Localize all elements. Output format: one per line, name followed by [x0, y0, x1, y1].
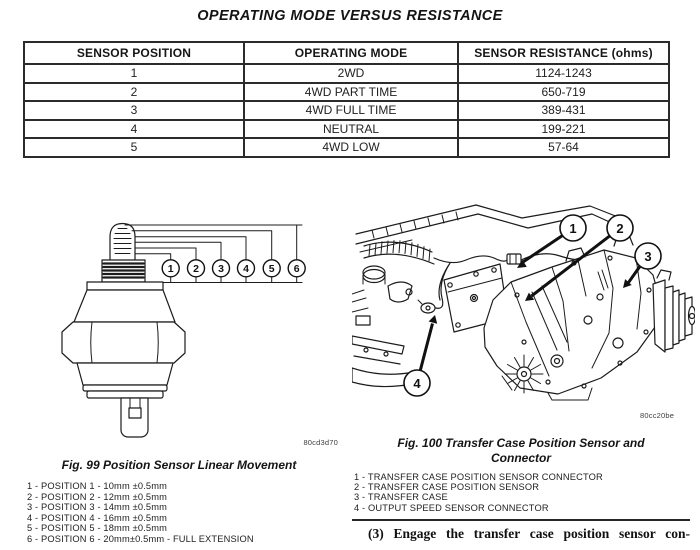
table-row: 2 4WD PART TIME 650-719: [23, 81, 670, 102]
fig99-legend-item: 4 - POSITION 4 - 16mm ±0.5mm: [27, 512, 167, 523]
fig99-callout-3: 3: [211, 259, 231, 278]
cell-position: 3: [23, 100, 245, 121]
cell-mode: NEUTRAL: [243, 118, 459, 139]
cell-mode: 4WD FULL TIME: [243, 100, 459, 121]
fig99-legend-item: 1 - POSITION 1 - 10mm ±0.5mm: [27, 481, 167, 491]
cell-mode: 4WD PART TIME: [243, 81, 459, 102]
svg-text:1: 1: [569, 221, 576, 236]
section-divider: [352, 519, 690, 521]
fig100-arrows: [418, 234, 642, 371]
svg-text:5: 5: [269, 263, 275, 275]
sensor-lower-body: [76, 362, 174, 438]
fig100-caption: Fig. 100 Transfer Case Position Sensor a…: [350, 436, 692, 465]
sensor-plunger: [109, 222, 136, 261]
fig100-image-code: 80cc20be: [640, 411, 675, 420]
svg-text:3: 3: [644, 249, 651, 264]
position-leader-lines: [124, 224, 303, 283]
sensor-body: [73, 281, 176, 323]
header-operating-mode: OPERATING MODE: [243, 41, 459, 65]
fig99-legend-item: 3 - POSITION 3 - 14mm ±0.5mm: [27, 502, 167, 513]
fig99-callout-1: 1: [161, 259, 180, 278]
fig99-legend: 1 - POSITION 1 - 10mm ±0.5mm 2 - POSITIO…: [27, 481, 254, 545]
svg-text:2: 2: [193, 263, 199, 275]
sensor-threads: [101, 259, 146, 283]
cell-position: 2: [23, 81, 245, 102]
cell-resistance: 199-221: [457, 118, 670, 139]
fig100-callout-4: 4: [403, 369, 431, 397]
fig99-image-code: 80cd3d70: [303, 438, 338, 447]
fig99-legend-item: 5 - POSITION 5 - 18mm ±0.5mm: [27, 523, 167, 534]
resistance-table: SENSOR POSITION OPERATING MODE SENSOR RE…: [23, 41, 670, 158]
fig99-callout-4: 4: [236, 259, 256, 278]
svg-text:6: 6: [294, 263, 300, 275]
cell-position: 5: [23, 137, 245, 158]
svg-text:2: 2: [616, 221, 623, 236]
procedure-step-3: (3) Engage the transfer case position se…: [368, 526, 690, 541]
table-row: 5 4WD LOW 57-64: [23, 137, 670, 158]
fig100-legend: 1 - TRANSFER CASE POSITION SENSOR CONNEC…: [354, 472, 603, 513]
fig99-legend-item: 2 - POSITION 2 - 12mm ±0.5mm: [27, 491, 167, 502]
fig100-callout-3: 3: [634, 242, 662, 270]
svg-text:1: 1: [168, 263, 174, 275]
engine-details: [352, 265, 415, 388]
fig100-callout-1: 1: [559, 214, 587, 242]
sensor-hex-nut: [61, 321, 186, 364]
table-row: 3 4WD FULL TIME 389-431: [23, 100, 670, 121]
transmission-outline: [355, 204, 619, 253]
fig100-callout-2: 2: [606, 214, 634, 242]
fig99-callout-6: 6: [287, 259, 306, 278]
page-title: OPERATING MODE VERSUS RESISTANCE: [197, 8, 503, 24]
cell-mode: 4WD LOW: [243, 137, 459, 158]
cell-resistance: 1124-1243: [457, 63, 670, 84]
fig100-transfer-case-diagram: 1 2 3 4: [352, 204, 695, 401]
cell-position: 1: [23, 63, 245, 84]
cell-resistance: 650-719: [457, 81, 670, 102]
fig99-position-sensor-diagram: 1 2 3 4 5 6: [61, 222, 306, 438]
table-header-row: SENSOR POSITION OPERATING MODE SENSOR RE…: [23, 41, 670, 65]
fig100-legend-item: 1 - TRANSFER CASE POSITION SENSOR CONNEC…: [354, 472, 603, 482]
cell-mode: 2WD: [243, 63, 459, 84]
fig100-legend-item: 2 - TRANSFER CASE POSITION SENSOR: [354, 482, 540, 493]
fig99-caption: Fig. 99 Position Sensor Linear Movement: [61, 458, 297, 472]
output-shaft: [652, 269, 695, 353]
cell-resistance: 57-64: [457, 137, 670, 158]
fig100-legend-item: 4 - OUTPUT SPEED SENSOR CONNECTOR: [354, 502, 549, 513]
fig99-callout-2: 2: [186, 259, 206, 278]
output-speed-sensor-connector: [417, 299, 436, 314]
table-row: 4 NEUTRAL 199-221: [23, 118, 670, 139]
cell-resistance: 389-431: [457, 100, 670, 121]
svg-text:4: 4: [413, 376, 421, 391]
cell-position: 4: [23, 118, 245, 139]
position-sensor-connector: [506, 253, 522, 265]
fig99-legend-item: 6 - POSITION 6 - 20mm±0.5mm - FULL EXTEN…: [27, 533, 254, 544]
fig99-callout-5: 5: [262, 259, 281, 278]
svg-text:3: 3: [218, 263, 224, 275]
svg-text:4: 4: [243, 263, 249, 275]
fig100-legend-item: 3 - TRANSFER CASE: [354, 492, 448, 503]
fig100-caption-line1: Fig. 100 Transfer Case Position Sensor a…: [397, 436, 645, 450]
table-row: 1 2WD 1124-1243: [23, 63, 670, 84]
header-sensor-position: SENSOR POSITION: [23, 41, 245, 65]
header-sensor-resistance: SENSOR RESISTANCE (ohms): [457, 41, 670, 65]
fig100-caption-line2: Connector: [491, 450, 551, 465]
finned-boss: [504, 354, 544, 394]
